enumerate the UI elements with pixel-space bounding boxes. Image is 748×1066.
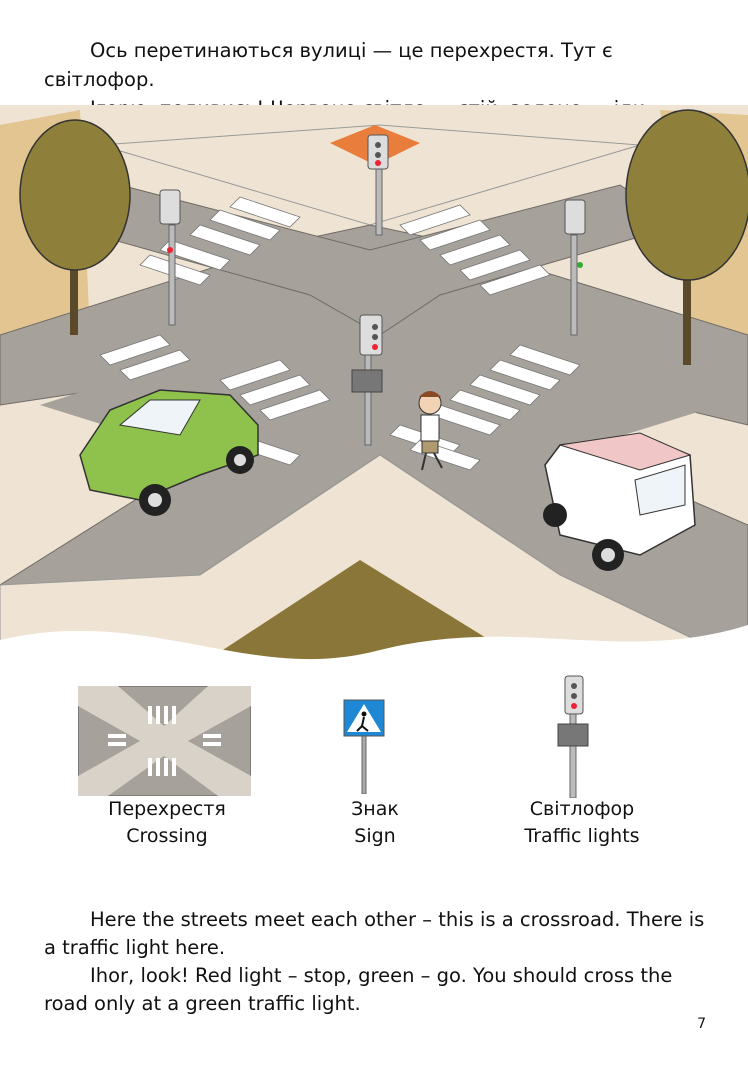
legend-crossing: Перехрестя Crossing bbox=[78, 796, 256, 850]
legend-crossing-ua: Перехрестя bbox=[108, 798, 226, 820]
traffic-light-right bbox=[564, 199, 586, 336]
pink-car bbox=[543, 432, 696, 571]
road bbox=[0, 224, 748, 685]
legend-traffic-lights: Світлофор Traffic lights bbox=[500, 796, 664, 850]
traffic-light-left bbox=[159, 189, 181, 326]
body-paragraph-1: Here the streets meet each other – this … bbox=[44, 908, 705, 959]
tree-right bbox=[625, 109, 748, 365]
pedestrian-sign-icon bbox=[343, 699, 385, 794]
legend-traffic-lights-en: Traffic lights bbox=[524, 825, 640, 847]
body-paragraph-2: Ihor, look! Red light – stop, green – go… bbox=[44, 964, 673, 1015]
intro-paragraph-1: Ось перетинаються вулиці — це перехрестя… bbox=[44, 39, 613, 91]
legend-sign-ua: Знак bbox=[351, 798, 399, 820]
traffic-light-icon bbox=[557, 675, 589, 798]
legend-crossing-en: Crossing bbox=[126, 825, 208, 847]
page-number: 7 bbox=[697, 1016, 706, 1032]
traffic-light-top bbox=[367, 134, 389, 236]
body-english: Here the streets meet each other – this … bbox=[44, 906, 708, 1018]
crossing-thumbnail bbox=[78, 686, 251, 796]
legend-sign-en: Sign bbox=[354, 825, 396, 847]
legend-traffic-lights-ua: Світлофор bbox=[529, 798, 635, 820]
crossroad-illustration bbox=[0, 105, 748, 685]
crosswalk-stripes bbox=[99, 196, 581, 471]
legend-sign: Знак Sign bbox=[310, 796, 440, 850]
traffic-light-center bbox=[351, 314, 383, 446]
boy-pedestrian bbox=[418, 391, 443, 471]
tree-left bbox=[19, 119, 131, 335]
green-car bbox=[79, 389, 259, 516]
